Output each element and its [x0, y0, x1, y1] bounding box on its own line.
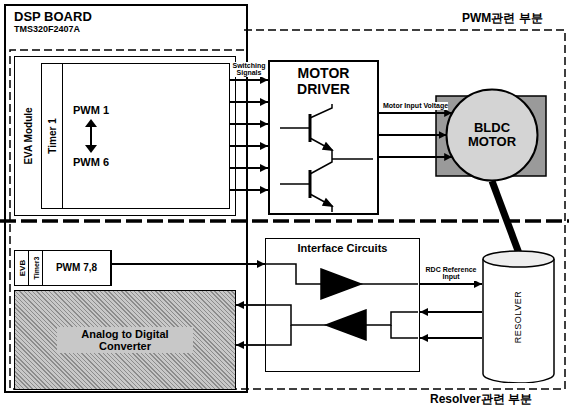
range-arrow: [81, 119, 101, 153]
node-text: PWM 7,8: [56, 262, 97, 273]
pwm-box: PWM 1 PWM 6: [62, 63, 230, 209]
signal-arrow: [420, 311, 482, 313]
converter-box: Analog to Digital Converter: [14, 290, 236, 390]
node-text: PWM 1: [73, 104, 109, 116]
region-label: Resolver관련 부분: [430, 393, 532, 406]
signal-arrow: [236, 304, 265, 306]
module-box: EVB Timer3 PWM 7,8: [14, 250, 112, 286]
signal-arrow: [379, 112, 452, 114]
motor-circle: BLDC MOTOR: [445, 88, 539, 182]
timer-box: Timer3: [28, 250, 43, 286]
region-label: PWM관련 부분: [462, 12, 543, 25]
node-text: PWM 6: [73, 156, 109, 168]
timer-box: Timer 1: [41, 63, 63, 209]
node-text: EVB: [18, 260, 27, 276]
node-text: DSP BOARD: [14, 9, 238, 24]
node-text: Timer 1: [47, 118, 58, 153]
pwm-box: PWM 7,8: [42, 250, 111, 286]
section-divider: [0, 219, 569, 223]
signal-label: Motor Input Voltage: [383, 102, 448, 110]
signal-arrow: [420, 283, 482, 285]
node-text: Interface Circuits: [298, 242, 388, 254]
node-text: TMS320F2407A: [14, 24, 238, 34]
driver-box: MOTOR DRIVER: [268, 60, 379, 215]
node-text: BLDC MOTOR: [460, 121, 524, 150]
interface-box: Interface Circuits: [265, 238, 420, 372]
board-box: DSP BOARDTMS320F2407A EVA Module Timer 1 PW…: [4, 4, 248, 393]
signal-arrow: [111, 263, 265, 265]
node-text: EVA Module: [23, 107, 34, 164]
node-text: Analog to Digital Converter: [57, 327, 193, 353]
node-text: MOTOR DRIVER: [272, 65, 375, 97]
signal-arrow: [420, 337, 482, 339]
node-text: RESOLVER: [513, 290, 523, 342]
module-box: EVA Module Timer 1 PWM 1 PWM 6: [14, 56, 236, 216]
resolver-cylinder: RESOLVER: [482, 250, 555, 383]
signal-arrow: [379, 134, 447, 136]
signal-label: Switching Signals: [230, 62, 268, 77]
signal-label: RDC Reference Input: [421, 266, 481, 281]
motor-shaft: [492, 181, 519, 252]
amplifier-symbols: [266, 239, 418, 370]
signal-arrow: [379, 156, 452, 158]
dashed-region: [10, 30, 565, 389]
node-text: Timer3: [32, 256, 39, 279]
signal-arrow: [236, 344, 265, 346]
